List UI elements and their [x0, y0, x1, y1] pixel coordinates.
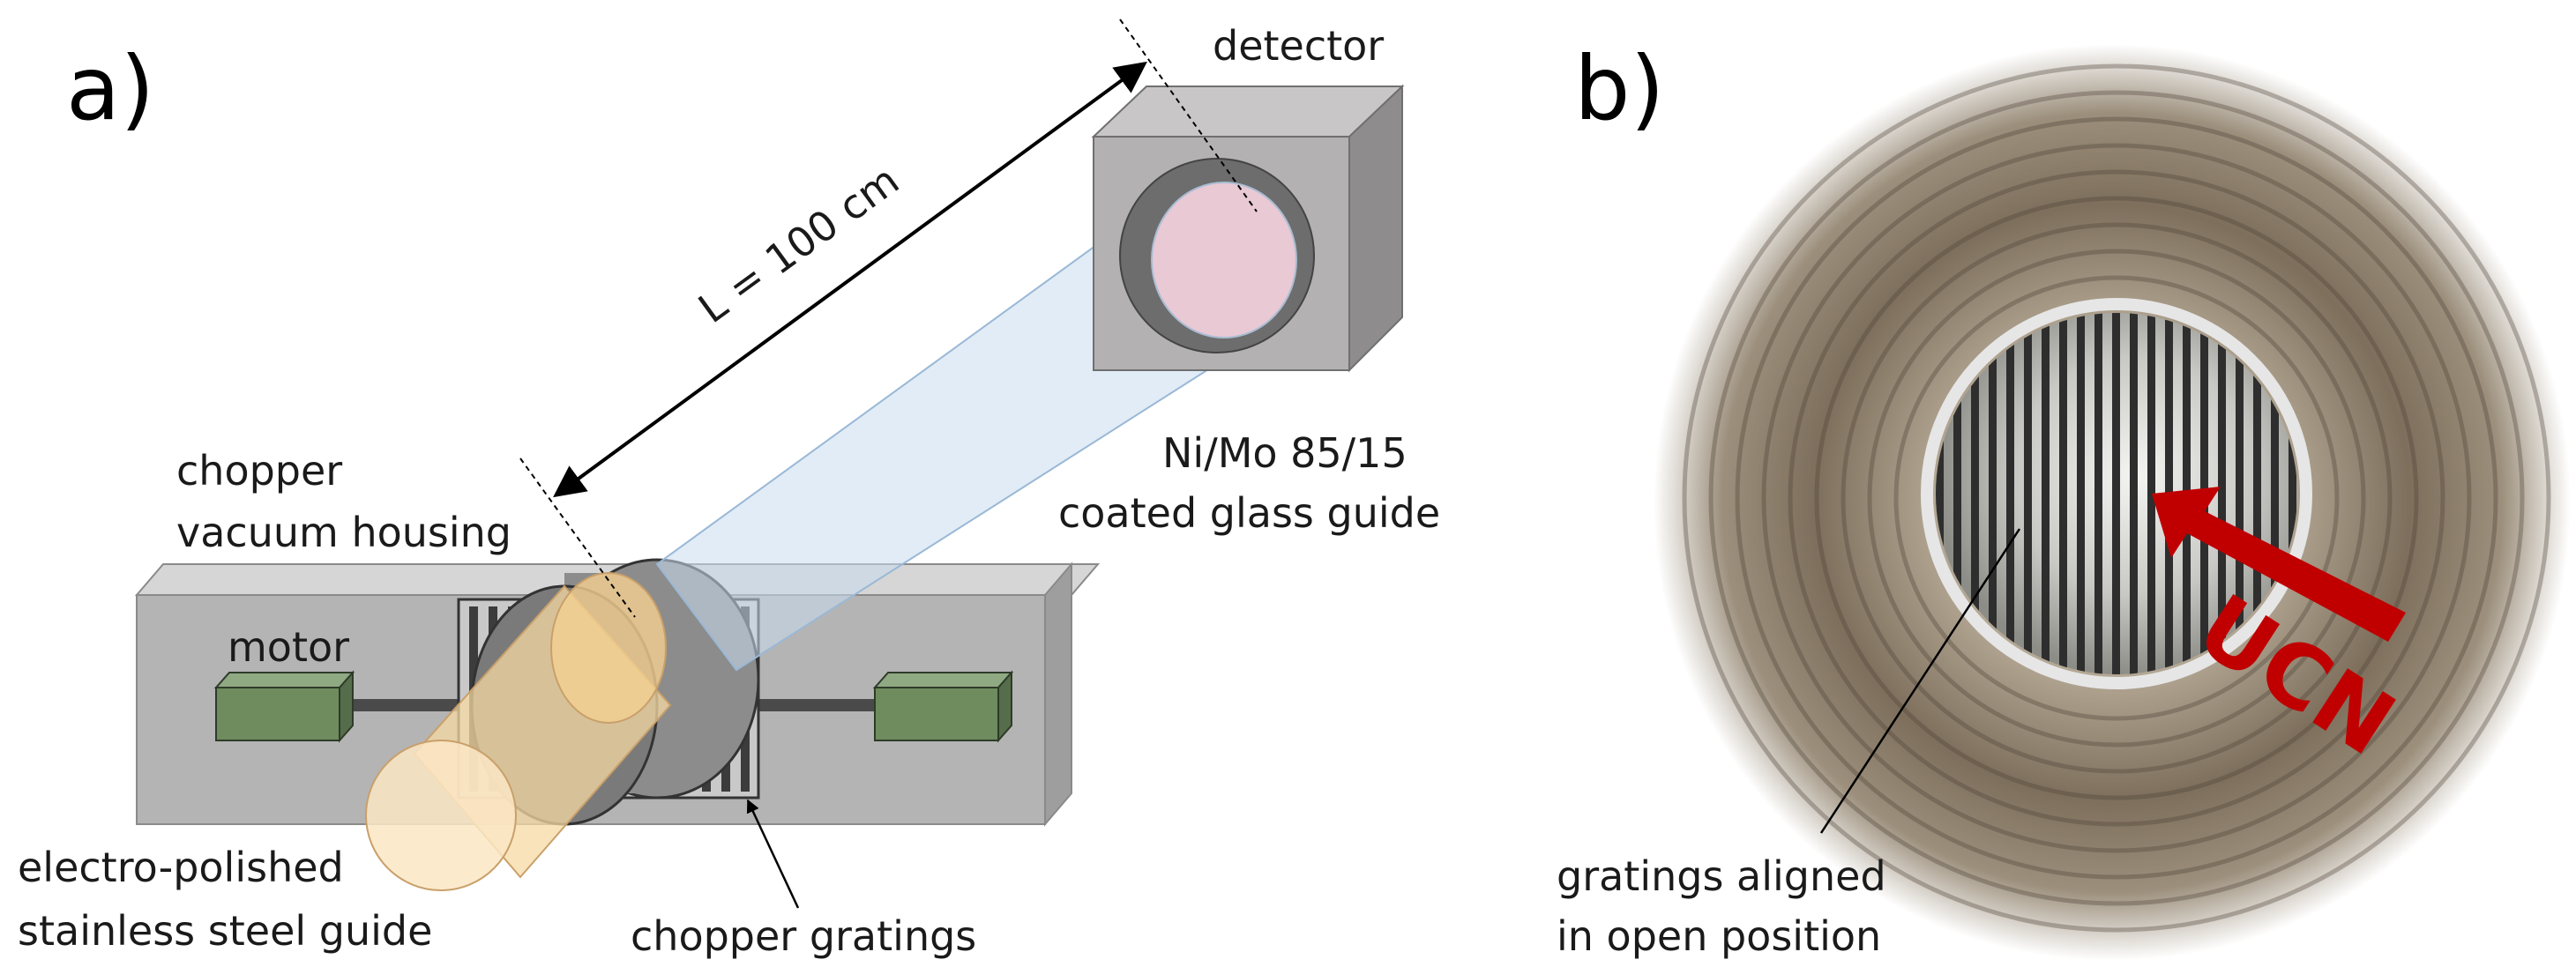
detector-label: detector [1213, 22, 1384, 70]
chopper-photo [1654, 44, 2571, 961]
photo-slat [2024, 313, 2032, 674]
distance-label: L = 100 cm [690, 156, 907, 332]
photo-slat [2253, 313, 2261, 674]
photo-slat [1953, 313, 1961, 674]
gratings-leader [746, 799, 800, 909]
panel-b: b) UCN gratings aligned in open position [1557, 37, 2571, 961]
distance-arrow [553, 61, 1147, 498]
photo-tube-pattern [1682, 63, 2551, 933]
photo-grating-rim [1921, 298, 2312, 689]
tube-ring [1788, 169, 2445, 827]
photo-slat [2271, 313, 2279, 674]
photo-slat [2147, 313, 2155, 674]
tube-ring [1841, 222, 2393, 774]
glass-guide-label-line1: Ni/Mo 85/15 [1162, 429, 1407, 477]
tube-ring [1893, 275, 2340, 721]
photo-slat [1936, 313, 1944, 674]
tube-ring [1867, 249, 2366, 748]
left-motor [213, 670, 355, 743]
steel-guide-label-line1: electro-polished [18, 844, 344, 891]
photo-slat [1989, 313, 1997, 674]
glass-guide-label-line2: coated glass guide [1058, 489, 1440, 537]
dashed-line-detector [1119, 19, 1258, 212]
photo-slat [2218, 313, 2226, 674]
dashed-line-chopper [519, 457, 636, 618]
detector-box [1091, 84, 1405, 373]
motor-label: motor [228, 623, 349, 671]
photo-slat [2059, 313, 2067, 674]
steel-guide-label-line2: stainless steel guide [18, 907, 432, 955]
gratings-note-leader [1819, 528, 2021, 834]
tube-ring [1735, 116, 2498, 880]
tube-ring [1708, 90, 2525, 906]
tube-ring [1814, 196, 2419, 800]
photo-slat [1971, 313, 1979, 674]
photo-slat [2236, 313, 2244, 674]
tube-ring [1761, 143, 2472, 853]
stainless-steel-guide [365, 572, 672, 891]
panel-a: a) [18, 19, 1440, 960]
ucn-arrow [2152, 487, 2406, 642]
photo-slat [2094, 313, 2102, 674]
detector-window [1151, 182, 1297, 338]
photo-slat [2006, 313, 2014, 674]
photo-slat [2130, 313, 2138, 674]
right-motor [872, 670, 1014, 743]
gratings-note-line2: in open position [1557, 912, 1881, 960]
housing-side-face [1044, 562, 1072, 827]
gratings-label: chopper gratings [631, 912, 976, 960]
tube-ring [1682, 63, 2551, 933]
photo-slat [2077, 313, 2085, 674]
photo-slat [2289, 313, 2296, 674]
housing-label-line2: vacuum housing [176, 509, 511, 556]
gratings-note-line1: gratings aligned [1557, 852, 1886, 900]
panel-b-label: b) [1574, 37, 1665, 140]
panel-a-label: a) [66, 37, 154, 140]
housing-label-line1: chopper [176, 447, 342, 495]
photo-slat [2112, 313, 2120, 674]
photo-slat [2042, 313, 2050, 674]
